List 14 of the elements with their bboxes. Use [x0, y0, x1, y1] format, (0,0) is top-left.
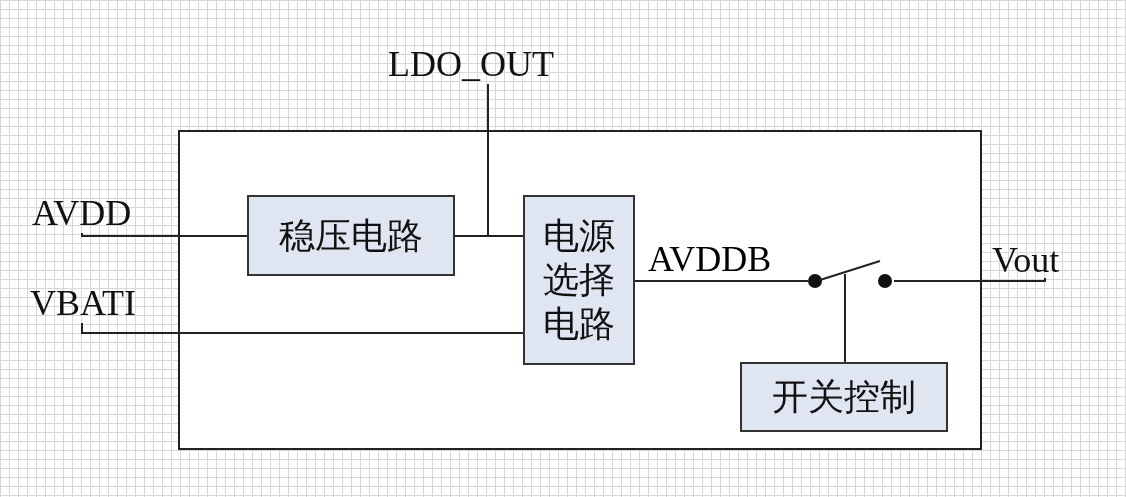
edge-label: AVDDB — [648, 239, 772, 279]
circuit-block: 开关控制 — [740, 362, 948, 432]
wire — [893, 277, 1046, 282]
signal-label: AVDD — [32, 193, 157, 233]
signal-label: VBATI — [30, 283, 165, 323]
wire — [81, 232, 248, 237]
circuit-block: 电源选择电路 — [523, 195, 635, 365]
circuit-block: 稳压电路 — [247, 195, 455, 276]
module-box — [178, 130, 982, 450]
signal-label: LDO_OUT — [388, 44, 583, 84]
wire — [844, 273, 846, 363]
signal-label: Vout — [992, 240, 1080, 278]
wire — [634, 280, 809, 282]
wire — [81, 322, 524, 334]
